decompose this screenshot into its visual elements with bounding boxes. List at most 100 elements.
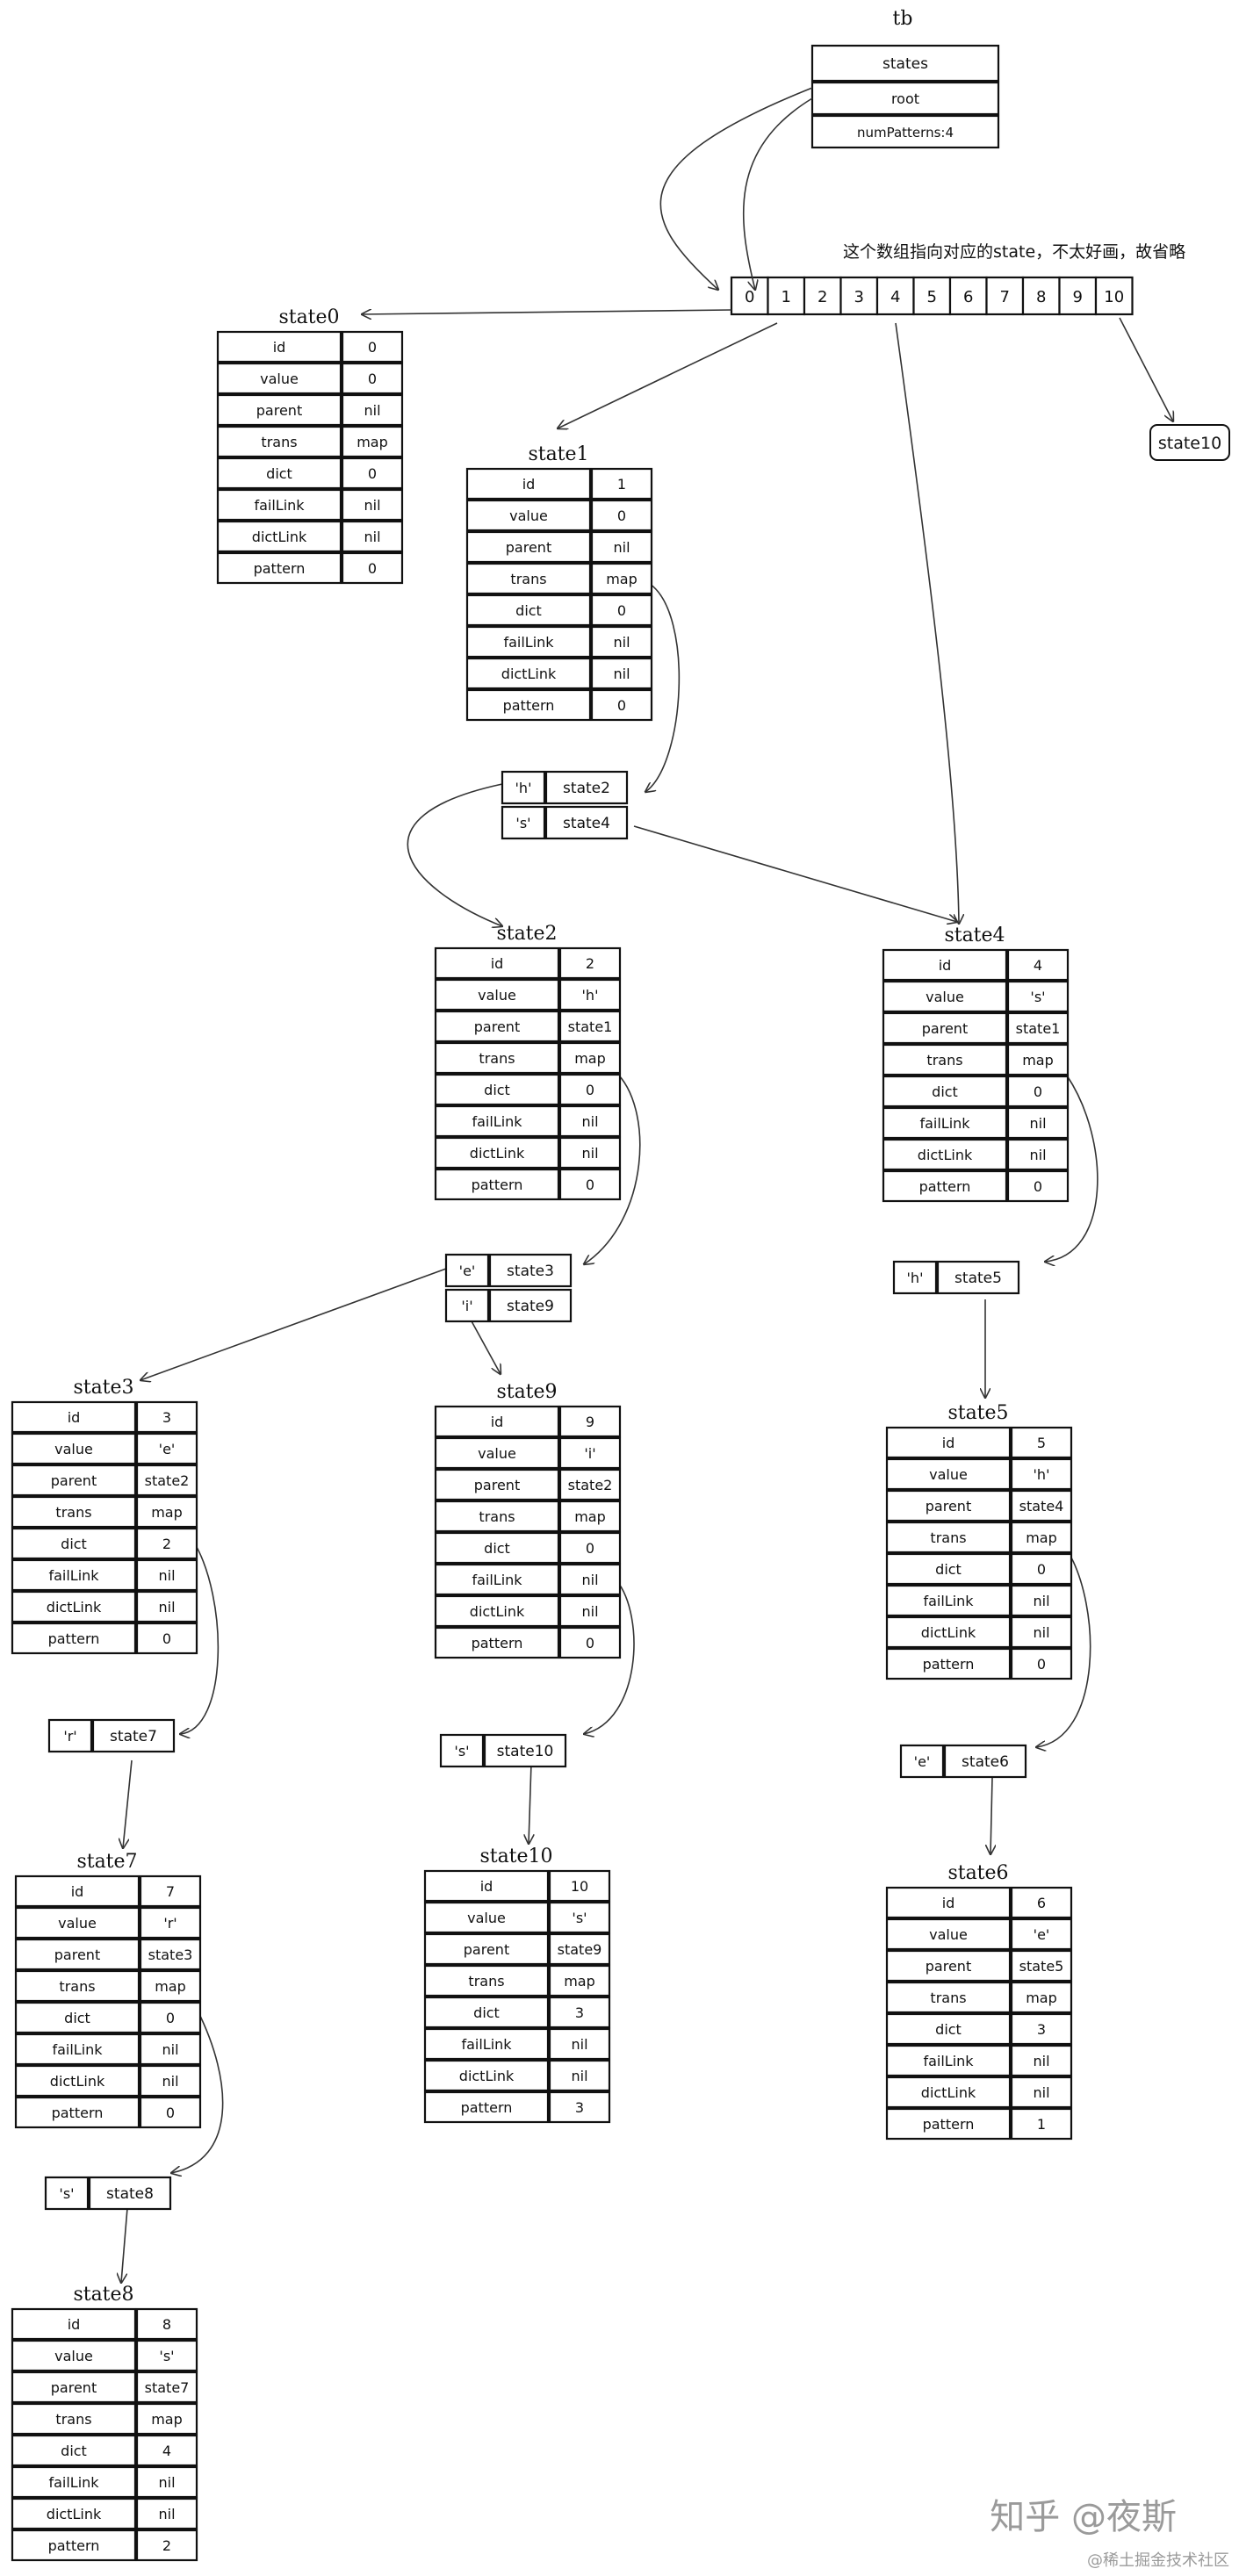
field-value: state1 <box>568 1018 613 1035</box>
field-value: 0 <box>586 1176 594 1193</box>
field-name: parent <box>474 1477 520 1493</box>
field-name: parent <box>474 1018 520 1035</box>
field-value: map <box>574 1508 606 1525</box>
map-key: 'r' <box>63 1728 76 1745</box>
field-name: parent <box>926 1958 971 1975</box>
field-value: nil <box>581 1572 598 1588</box>
field-value: 'h' <box>1034 1466 1050 1483</box>
array-cell-label: 3 <box>854 288 864 306</box>
field-name: failLink <box>923 1593 974 1609</box>
field-value: 0 <box>368 465 377 482</box>
field-name: value <box>929 1466 968 1483</box>
field-value: map <box>564 1973 595 1990</box>
field-name: pattern <box>923 2116 975 2133</box>
map-target: state3 <box>507 1263 554 1280</box>
state-title: state1 <box>528 443 588 465</box>
field-value: 0 <box>1037 1561 1046 1578</box>
array-cell-label: 6 <box>963 288 973 306</box>
field-value: 7 <box>166 1883 175 1900</box>
field-value: 2 <box>162 2537 171 2554</box>
edge-state5-map <box>1036 1549 1091 1747</box>
field-name: pattern <box>472 1635 523 1651</box>
map-key: 's' <box>515 815 530 831</box>
field-value: 's' <box>1030 989 1045 1005</box>
field-value: 8 <box>162 2316 171 2333</box>
map-target: state7 <box>110 1728 157 1745</box>
array-cell-label: 7 <box>1000 288 1010 306</box>
array-cell-label: 8 <box>1036 288 1046 306</box>
field-value: 9 <box>586 1414 594 1430</box>
tb-field-root: root <box>891 90 919 107</box>
edge-map9-state10 <box>529 1762 531 1844</box>
state-row-value: value's' <box>882 980 1070 1013</box>
map-target: state10 <box>497 1743 554 1760</box>
edge-map7-state8 <box>121 2207 128 2283</box>
map-state4: 'h'state5 <box>892 1260 1020 1295</box>
field-name: value <box>260 371 299 387</box>
map-key: 's' <box>454 1743 469 1759</box>
state-title: state9 <box>496 1381 557 1403</box>
array-cell-label: 1 <box>782 288 791 306</box>
state-row-value: value's' <box>11 2339 198 2372</box>
field-value: 1 <box>617 476 626 493</box>
field-value: nil <box>364 529 380 545</box>
map-state5: 'e'state6 <box>899 1744 1027 1779</box>
field-value: 's' <box>159 2348 174 2364</box>
array-cell-label: 2 <box>818 288 827 306</box>
field-name: parent <box>464 1941 509 1958</box>
state-row-value: value'e' <box>11 1432 198 1465</box>
field-name: dictLink <box>459 2068 515 2084</box>
field-value: state9 <box>558 1941 602 1958</box>
field-value: 3 <box>1037 2021 1046 2038</box>
field-value: 0 <box>586 1082 594 1098</box>
state-row-value: value'h' <box>434 978 622 1011</box>
field-value: 4 <box>162 2443 171 2459</box>
field-value: 0 <box>368 560 377 577</box>
state-row-value: value'e' <box>885 1918 1073 1951</box>
field-name: trans <box>930 1990 966 2006</box>
field-value: 0 <box>1037 1656 1046 1673</box>
edge-tb-states <box>659 87 813 290</box>
array-cell-label: 0 <box>745 288 754 306</box>
field-value: state3 <box>148 1946 193 1963</box>
field-name: pattern <box>503 697 555 714</box>
field-name: id <box>68 2316 81 2333</box>
field-name: dict <box>484 1540 510 1557</box>
field-name: parent <box>926 1498 971 1515</box>
field-name: dict <box>61 2443 87 2459</box>
field-name: dictLink <box>501 666 557 682</box>
state-row-value: value 'h' <box>885 1457 1073 1491</box>
field-name: pattern <box>48 1630 100 1647</box>
state-title: state0 <box>278 306 339 328</box>
map-state9: 's' state10 <box>439 1733 567 1768</box>
array-cell-7: 7 <box>985 276 1025 316</box>
state-row-dict: dict 4 <box>11 2434 198 2467</box>
field-value: nil <box>158 2506 175 2522</box>
state-title: state2 <box>496 923 557 945</box>
edges <box>121 87 1173 2283</box>
